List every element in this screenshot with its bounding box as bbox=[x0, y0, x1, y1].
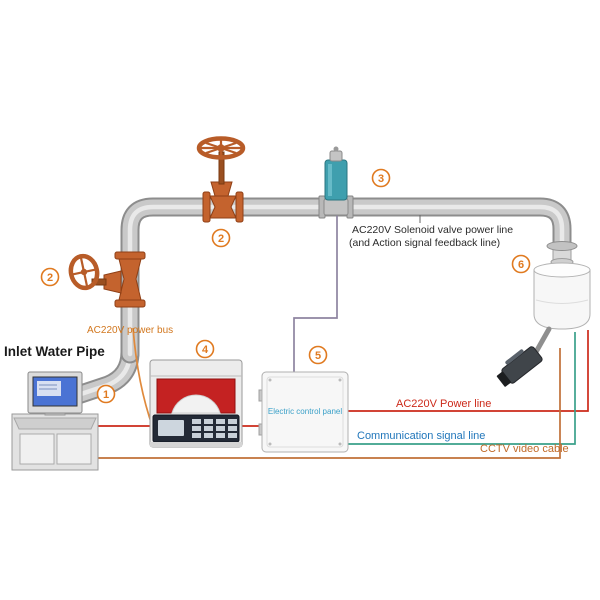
svg-text:2: 2 bbox=[47, 272, 53, 284]
svg-text:2: 2 bbox=[218, 233, 224, 245]
marker-1: 1 bbox=[96, 384, 116, 404]
meter-base-strip bbox=[150, 442, 242, 447]
valve-flange bbox=[202, 191, 211, 223]
marker-4: 4 bbox=[195, 339, 215, 359]
panel-screw bbox=[338, 378, 342, 382]
cctv-camera-assembly bbox=[496, 241, 591, 387]
valve-stem bbox=[91, 278, 107, 286]
panel-label: Electric control panel bbox=[268, 407, 342, 416]
marker-2-left: 2 bbox=[40, 267, 60, 287]
number-markers: 1 2 2 3 4 5 6 bbox=[40, 168, 531, 404]
valve-body bbox=[209, 195, 237, 219]
valve-handwheel bbox=[68, 253, 100, 291]
power-line-wire-panel-to-camera bbox=[346, 330, 589, 412]
camera-housing bbox=[533, 269, 591, 330]
panel-door-inner bbox=[266, 376, 344, 448]
computer-workstation bbox=[11, 371, 99, 471]
meter-sensor-arc bbox=[171, 394, 221, 414]
meter-keypad bbox=[192, 419, 237, 438]
valve-flange bbox=[114, 251, 146, 260]
svg-text:3: 3 bbox=[378, 173, 384, 185]
wiring bbox=[90, 214, 589, 459]
camera-housing-seam bbox=[535, 299, 589, 304]
gate-valve-top bbox=[196, 136, 246, 223]
valve-bonnet bbox=[210, 181, 233, 197]
keyboard-tray bbox=[13, 417, 97, 430]
metering-device bbox=[149, 359, 243, 448]
svg-text:5: 5 bbox=[315, 350, 321, 362]
solenoid-nub bbox=[333, 146, 339, 152]
cabinet-door bbox=[19, 433, 55, 465]
valve-handwheel bbox=[196, 136, 246, 160]
gate-valve-left bbox=[68, 251, 146, 308]
marker-3: 3 bbox=[371, 168, 391, 188]
meter-display bbox=[158, 420, 184, 436]
camera-body bbox=[496, 346, 543, 387]
valve-flange bbox=[114, 299, 146, 308]
marker-6: 6 bbox=[511, 254, 531, 274]
solenoid-cap bbox=[329, 150, 343, 162]
solenoid-valve bbox=[318, 146, 354, 219]
svg-text:6: 6 bbox=[518, 259, 524, 271]
cctv-video-wire bbox=[92, 348, 561, 459]
pipe-flange bbox=[546, 241, 578, 251]
panel-screw bbox=[268, 378, 272, 382]
communication-signal-wire bbox=[346, 332, 576, 445]
panel-screw bbox=[268, 442, 272, 446]
marker-5: 5 bbox=[308, 345, 328, 365]
label-communication-line: Communication signal line bbox=[357, 430, 485, 442]
valve-flange bbox=[235, 191, 244, 223]
svg-text:1: 1 bbox=[103, 389, 109, 401]
label-power-bus: AC220V power bus bbox=[87, 325, 173, 336]
label-power-line: AC220V Power line bbox=[396, 398, 491, 410]
electric-control-panel: Electric control panel bbox=[258, 371, 349, 453]
label-cctv-cable: CCTV video cable bbox=[480, 443, 569, 455]
text-labels: Inlet Water Pipe AC220V power bus AC220V… bbox=[4, 224, 569, 455]
svg-text:4: 4 bbox=[202, 344, 209, 356]
cabinet-door bbox=[56, 433, 92, 465]
valve-body bbox=[118, 258, 142, 301]
marker-2-top: 2 bbox=[211, 228, 231, 248]
camera-housing-top bbox=[533, 262, 591, 278]
valve-bonnet bbox=[103, 270, 122, 294]
solenoid-power-wire bbox=[293, 214, 338, 374]
panel-door bbox=[261, 371, 349, 453]
camera-bracket bbox=[533, 326, 552, 355]
panel-screw bbox=[338, 442, 342, 446]
label-solenoid-power-line-1: AC220V Solenoid valve power line bbox=[352, 224, 513, 236]
label-solenoid-power-line-2: (and Action signal feedback line) bbox=[349, 237, 500, 249]
solenoid-base bbox=[323, 198, 349, 216]
solenoid-coil-highlight bbox=[328, 164, 332, 196]
label-inlet-water-pipe: Inlet Water Pipe bbox=[4, 344, 105, 359]
